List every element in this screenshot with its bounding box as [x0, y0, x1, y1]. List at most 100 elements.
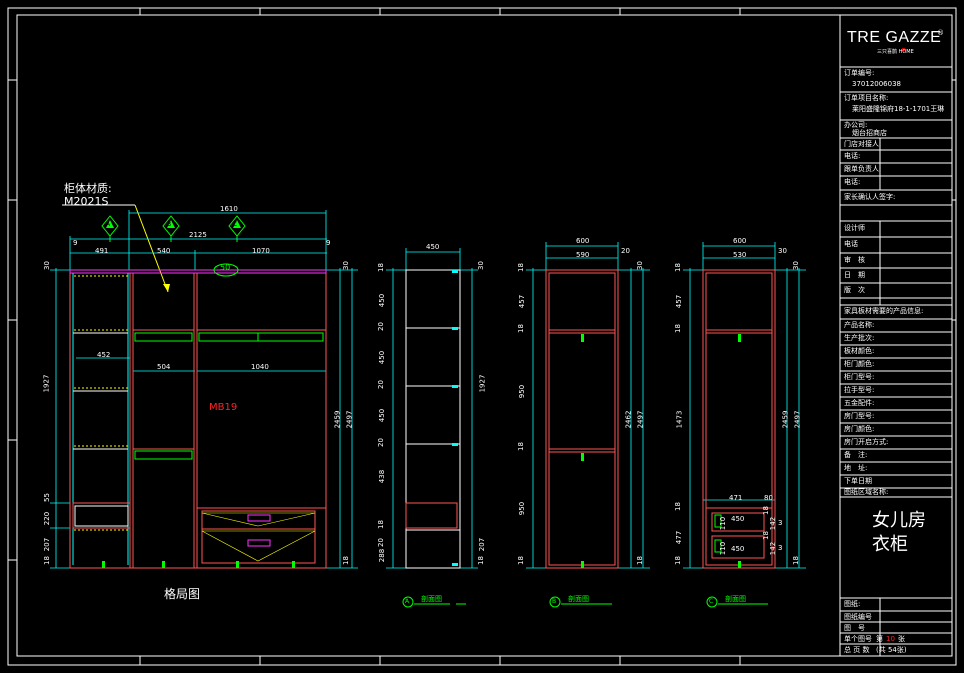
dim-220: 220 — [43, 511, 52, 526]
page-label: 单个图号 — [844, 635, 872, 643]
phone3-label: 电话 — [844, 240, 858, 248]
section-c-inner-110b: 110 — [719, 541, 728, 556]
dim-2497: 2497 — [345, 410, 354, 429]
dim-207: 207 — [43, 537, 52, 552]
section-c-dim-5: 477 — [675, 530, 684, 545]
phone1-label: 电话: — [844, 152, 861, 160]
section-b-width-inner: 590 — [576, 251, 590, 259]
section-a-caption: 剖面图 — [421, 595, 442, 603]
owner-label: 跟单负责人: — [844, 165, 882, 173]
drawing-no-label: 图纸编号 — [844, 613, 872, 621]
section-a-dim-2: 20 — [376, 322, 385, 331]
section-a-right-1: 1927 — [478, 374, 487, 393]
version-label: 版 次 — [844, 286, 865, 294]
field-batch: 生产批次: — [844, 334, 875, 342]
section-b-right-3: 18 — [635, 556, 644, 565]
section-a-dim-10: 288 — [378, 548, 387, 563]
section-c-width-right: 30 — [778, 247, 787, 255]
order-label: 订单编号: — [844, 69, 875, 77]
section-c-symbol-label: C — [709, 598, 714, 605]
drawing-area-label: 图纸区域名称: — [844, 488, 889, 496]
room-title-line1: 女儿房 — [872, 510, 926, 531]
section-c-dim-2: 18 — [673, 324, 682, 333]
section-c-inner-142a: 142 — [769, 516, 778, 531]
total-label: 总 页 数 — [844, 646, 870, 654]
field-room-door-model: 房门型号: — [844, 412, 875, 420]
section-c-dim-4: 18 — [673, 502, 682, 511]
marker-c-symbol — [228, 215, 246, 242]
page-number: 10 — [886, 635, 895, 643]
section-a-dim-5: 450 — [378, 408, 387, 423]
section-c-width-outer: 600 — [733, 237, 747, 245]
section-b-right-1: 2462 — [624, 410, 633, 429]
marker-c-text: C — [233, 221, 238, 228]
confirm-label: 家长确认人签字: — [844, 193, 896, 201]
main-dimension-lines — [50, 210, 358, 569]
date-label: 日 期 — [844, 271, 865, 279]
sheet-label: 图 号 — [844, 624, 865, 632]
material-code: M2021S — [64, 195, 109, 208]
page-value-prefix: 第 — [876, 635, 883, 643]
section-c-dim-6: 18 — [673, 556, 682, 565]
section-a-dim-4: 20 — [376, 380, 385, 389]
dim-total: 2125 — [189, 231, 207, 239]
project-value: 莱阳盛隆锦府18-1-1701王琳 — [852, 105, 945, 113]
section-c-dim-0: 18 — [673, 263, 682, 272]
page-value-suffix: 张 — [898, 635, 905, 643]
drawn-label: 图纸: — [844, 600, 861, 608]
section-c-inner-142b: 142 — [769, 541, 778, 556]
section-a-dim-1: 450 — [378, 293, 387, 308]
dim-30a: 30 — [42, 261, 51, 270]
dim-1040: 1040 — [251, 363, 269, 371]
field-handle-model: 拉手型号: — [844, 386, 875, 394]
section-c-inner-3b: 3 — [778, 544, 783, 552]
main-cabinet — [69, 263, 327, 569]
field-address: 地 址: — [844, 464, 868, 472]
section-c-inner-110a: 110 — [719, 516, 728, 531]
dim-540: 540 — [157, 247, 171, 255]
section-a-symbol-label: A — [405, 598, 410, 605]
brand-logo — [902, 48, 905, 51]
marker-b-symbol — [162, 215, 180, 242]
section-c-inner-450a: 450 — [731, 515, 745, 523]
section-a-dim-7: 438 — [378, 469, 387, 484]
field-room-door-color: 房门颜色: — [844, 425, 875, 433]
section-a-width: 450 — [426, 243, 440, 251]
field-hardware: 五金配件: — [844, 399, 875, 407]
section-a-dim-8: 18 — [376, 520, 385, 529]
brand-logo-text: TRE GAZZE — [847, 29, 942, 46]
order-value: 37012006038 — [852, 80, 901, 88]
dim-left: 9 — [73, 239, 78, 247]
section-c-right-0: 30 — [791, 261, 800, 270]
section-b-width-outer: 600 — [576, 237, 590, 245]
section-a-right-0: 30 — [476, 261, 485, 270]
section-a-dim-6: 20 — [376, 438, 385, 447]
room-title-line2: 衣柜 — [872, 534, 908, 555]
frame-ticks — [8, 8, 956, 665]
section-b-dim-4: 18 — [516, 442, 525, 451]
dim-491: 491 — [95, 247, 109, 255]
section-a-drawing — [386, 248, 478, 608]
section-c-inner-450b: 450 — [731, 545, 745, 553]
mirror-label: MB19 — [209, 402, 238, 413]
section-c-inner-18a: 18 — [761, 506, 770, 515]
section-b-caption: 剖面图 — [568, 595, 589, 603]
section-b-width-right: 20 — [621, 247, 630, 255]
section-b-right-0: 30 — [635, 261, 644, 270]
section-c-inner-80: 80 — [764, 494, 773, 502]
section-a-dim-9: 20 — [376, 538, 385, 547]
section-b-dim-1: 457 — [518, 294, 527, 309]
section-b-dim-5: 950 — [518, 501, 527, 516]
inner-frame — [16, 14, 953, 657]
material-label: 柜体材质: — [64, 182, 112, 195]
dim-452: 452 — [97, 351, 111, 359]
dim-right: 9 — [326, 239, 331, 247]
dim-55: 55 — [42, 493, 51, 502]
section-b-right-2: 2497 — [636, 410, 645, 429]
franchise-value: 烟台招商店 — [852, 129, 887, 137]
section-c-right-3: 18 — [791, 556, 800, 565]
phone2-label: 电话: — [844, 178, 861, 186]
franchise-label: 办公司: — [844, 121, 868, 129]
brand-logo-subtext: 三只喜鹊 HOME — [877, 49, 914, 55]
